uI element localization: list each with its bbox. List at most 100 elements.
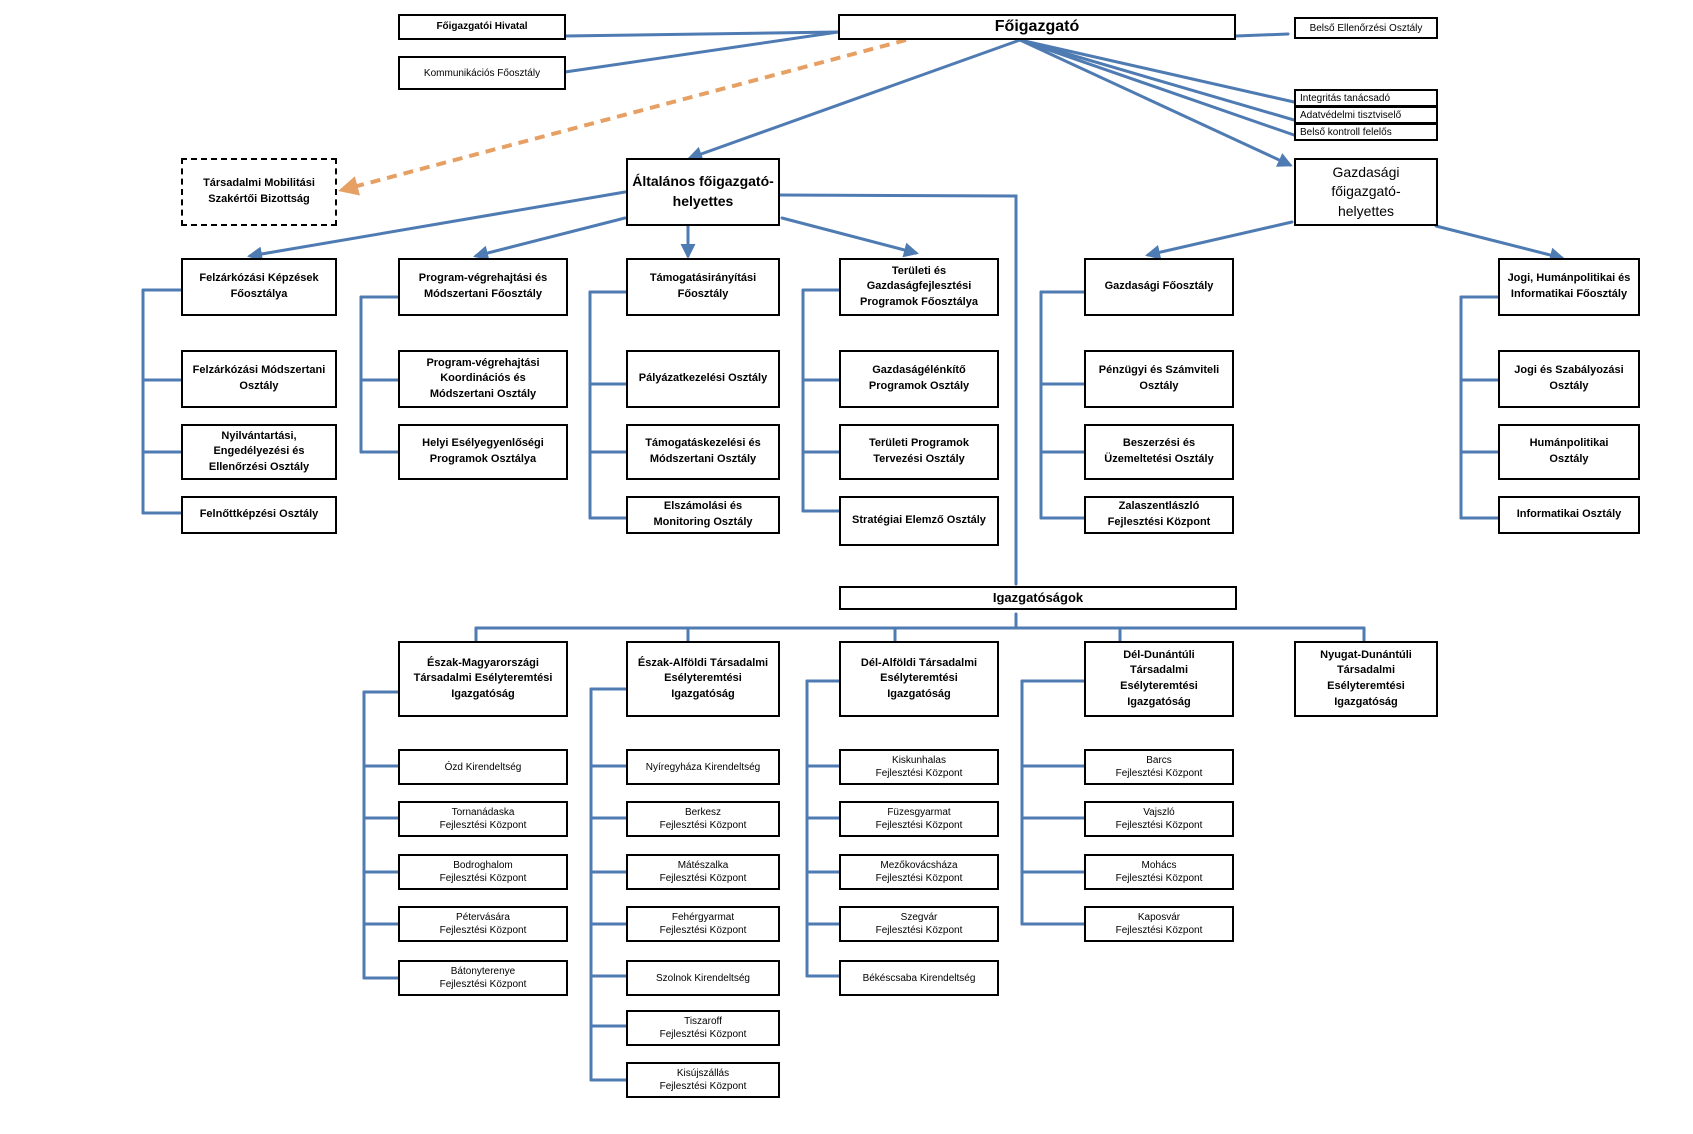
office-box: Mohács Fejlesztési Központ [1084,854,1234,890]
directorates-title-box: Igazgatóságok [839,586,1237,610]
office-label: Füzesgyarmat Fejlesztési Központ [875,807,963,831]
mobility-committee-label: Társadalmi Mobilitási Szakértői Bizottsá… [203,177,315,205]
unit-box: Nyilvántartási, Engedélyezési és Ellenőr… [181,424,337,480]
office-box: Fehérgyarmat Fejlesztési Központ [626,906,780,942]
office-label: Kisújszállás Fejlesztési Központ [659,1068,747,1092]
directorate-head-eszak-alfold: Észak-Alföldi Társadalmi Esélyteremtési … [626,641,780,717]
unit-label: Helyi Esélyegyenlőségi Programok Osztály… [422,437,544,465]
office-label: Fehérgyarmat Fejlesztési Központ [659,912,747,936]
office-label: Barcs Fejlesztési Központ [1115,755,1203,779]
office-box: Kisújszállás Fejlesztési Központ [626,1062,780,1098]
data-protection-officer-label: Adatvédelmi tisztviselő [1300,109,1402,121]
unit-label: Zalaszentlászló Fejlesztési Központ [1107,500,1211,528]
internal-control-box: Belső kontroll felelős [1294,123,1438,141]
directorate-head-label: Dél-Alföldi Társadalmi Esélyteremtési Ig… [860,656,978,700]
unit-label: Jogi és Szabályozási Osztály [1514,364,1624,392]
office-box: Kiskunhalas Fejlesztési Központ [839,749,999,785]
internal-audit-label: Belső Ellenőrzési Osztály [1309,22,1423,34]
unit-label: Felzárkózási Módszertani Osztály [192,364,326,392]
communication-department-label: Kommunikációs Főosztály [423,67,541,79]
unit-box: Elszámolási és Monitoring Osztály [626,496,780,534]
directorate-head-label: Nyugat-Dunántúli Társadalmi Esélyteremté… [1320,648,1412,708]
office-label: Vajszló Fejlesztési Központ [1115,807,1203,831]
office-label: Szolnok Kirendeltség [656,972,750,984]
unit-box: Támogatáskezelési és Módszertani Osztály [626,424,780,480]
office-box: Tiszaroff Fejlesztési Központ [626,1010,780,1046]
department-head-label: Támogatásirányítási Főosztály [649,272,757,300]
directorate-head-label: Észak-Magyarországi Társadalmi Esélytere… [413,656,553,700]
directorates-title: Igazgatóságok [992,589,1084,605]
unit-box: Program-végrehajtási Koordinációs és Mód… [398,350,568,408]
office-box: Ózd Kirendeltség [398,749,568,785]
unit-box: Felzárkózási Módszertani Osztály [181,350,337,408]
unit-box: Gazdaságélénkítő Programok Osztály [839,350,999,408]
office-box: Szegvár Fejlesztési Központ [839,906,999,942]
department-head-tamogatas: Támogatásirányítási Főosztály [626,258,780,316]
office-box: Füzesgyarmat Fejlesztési Központ [839,801,999,837]
department-head-label: Gazdasági Főosztály [1104,280,1214,293]
integrity-advisor-label: Integritás tanácsadó [1300,92,1391,104]
director-office-label: Főigazgatói Hivatal [436,20,528,32]
office-label: Kaposvár Fejlesztési Központ [1115,912,1203,936]
office-box: Bodroghalom Fejlesztési Központ [398,854,568,890]
unit-label: Humánpolitikai Osztály [1529,437,1609,465]
office-label: Pétervására Fejlesztési Központ [439,912,527,936]
directorate-head-nyugat-dunantul: Nyugat-Dunántúli Társadalmi Esélyteremté… [1294,641,1438,717]
director-general-box: Főigazgató [838,14,1236,40]
department-head-label: Program-végrehajtási és Módszertani Főos… [418,272,548,300]
office-label: Szegvár Fejlesztési Központ [875,912,963,936]
unit-box: Beszerzési és Üzemeltetési Osztály [1084,424,1234,480]
office-box: Szolnok Kirendeltség [626,960,780,996]
office-box: Bátonyterenye Fejlesztési Központ [398,960,568,996]
unit-box: Felnőttképzési Osztály [181,496,337,534]
director-office-box: Főigazgatói Hivatal [398,14,566,40]
directorate-head-label: Dél-Dunántúli Társadalmi Esélyteremtési … [1120,648,1198,708]
office-box: Mezőkovácsháza Fejlesztési Központ [839,854,999,890]
unit-label: Pénzügyi és Számviteli Osztály [1098,364,1220,392]
data-protection-officer-box: Adatvédelmi tisztviselő [1294,106,1438,124]
unit-label: Felnőttképzési Osztály [199,508,319,521]
department-head-jogi: Jogi, Humánpolitikai és Informatikai Főo… [1498,258,1640,316]
directorate-head-del-alfold: Dél-Alföldi Társadalmi Esélyteremtési Ig… [839,641,999,717]
unit-box: Stratégiai Elemző Osztály [839,496,999,546]
unit-label: Elszámolási és Monitoring Osztály [653,500,753,528]
office-box: Kaposvár Fejlesztési Központ [1084,906,1234,942]
directorate-head-del-dunantul: Dél-Dunántúli Társadalmi Esélyteremtési … [1084,641,1234,717]
office-box: Berkesz Fejlesztési Központ [626,801,780,837]
integrity-advisor-box: Integritás tanácsadó [1294,89,1438,107]
office-label: Nyíregyháza Kirendeltség [645,761,761,773]
office-label: Mohács Fejlesztési Központ [1115,860,1203,884]
office-label: Békéscsaba Kirendeltség [862,972,976,984]
office-label: Bodroghalom Fejlesztési Központ [439,860,527,884]
office-label: Ózd Kirendeltség [444,761,522,773]
unit-box: Humánpolitikai Osztály [1498,424,1640,480]
office-label: Mezőkovácsháza Fejlesztési Központ [875,860,963,884]
unit-label: Támogatáskezelési és Módszertani Osztály [645,437,761,465]
unit-label: Stratégiai Elemző Osztály [852,514,986,527]
unit-label: Pályázatkezelési Osztály [638,372,768,385]
department-head-label: Felzárkózási Képzések Főosztálya [199,272,319,300]
office-box: Barcs Fejlesztési Központ [1084,749,1234,785]
office-label: Tiszaroff Fejlesztési Központ [659,1016,747,1040]
directorate-head-label: Észak-Alföldi Társadalmi Esélyteremtési … [637,656,769,700]
unit-box: Jogi és Szabályozási Osztály [1498,350,1640,408]
internal-control-label: Belső kontroll felelős [1300,126,1392,138]
unit-label: Területi Programok Tervezési Osztály [868,437,970,465]
department-head-label: Jogi, Humánpolitikai és Informatikai Főo… [1507,272,1631,300]
mobility-committee-box: Társadalmi Mobilitási Szakértői Bizottsá… [181,158,337,226]
unit-box: Zalaszentlászló Fejlesztési Központ [1084,496,1234,534]
communication-department-box: Kommunikációs Főosztály [398,56,566,90]
department-head-label: Területi és Gazdaságfejlesztési Programo… [860,264,978,308]
unit-label: Informatikai Osztály [1516,508,1622,521]
general-deputy-label: Általános főigazgató- helyettes [632,173,774,209]
office-label: Tornanádaska Fejlesztési Központ [439,807,527,831]
office-box: Pétervására Fejlesztési Központ [398,906,568,942]
office-box: Vajszló Fejlesztési Központ [1084,801,1234,837]
unit-label: Gazdaságélénkítő Programok Osztály [868,364,970,392]
department-head-felzarkozasi: Felzárkózási Képzések Főosztálya [181,258,337,316]
office-label: Mátészalka Fejlesztési Központ [659,860,747,884]
unit-box: Informatikai Osztály [1498,496,1640,534]
office-box: Mátészalka Fejlesztési Központ [626,854,780,890]
economic-deputy-label: Gazdasági főigazgató- helyettes [1331,163,1401,219]
